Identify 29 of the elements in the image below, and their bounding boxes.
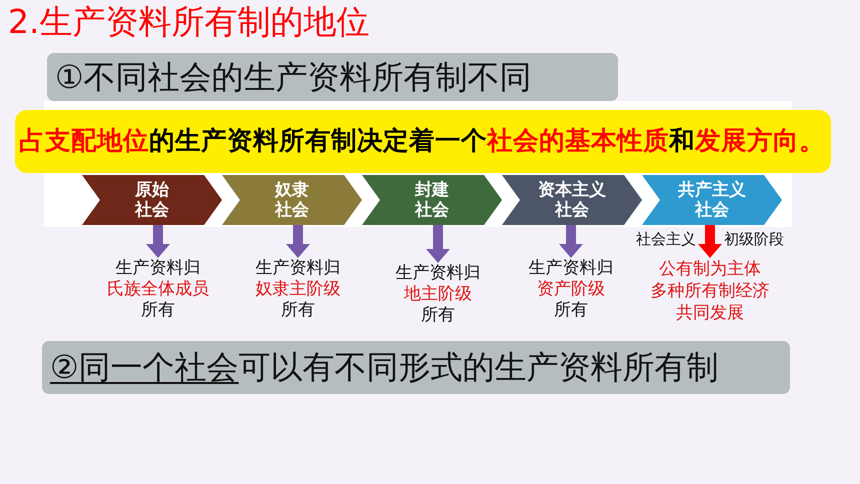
chevron-stage [222, 175, 362, 225]
chevron-stage [362, 175, 502, 225]
stage-label: 资本主义社会 [537, 180, 607, 220]
down-arrow [698, 225, 722, 258]
chevron-stage [82, 175, 222, 225]
heading-bar [47, 53, 618, 101]
ownership-note: 生产资料归 资产阶级 所有 [528, 258, 614, 321]
down-arrow [559, 225, 583, 258]
heading-bar [42, 341, 790, 394]
ownership-note: 生产资料归 地主阶级 所有 [396, 263, 480, 326]
policy-note: 公有制为主体 多种所有制经济共同发展 [648, 258, 772, 324]
highlight-banner [15, 110, 831, 173]
ownership-note: 生产资料归 奴隶主阶级 所有 [256, 258, 340, 321]
stage-label: 原始社会 [134, 180, 170, 220]
chevron-stage [502, 175, 642, 225]
down-arrow [426, 225, 450, 263]
down-arrow [286, 225, 310, 258]
heading-text: ①不同社会的生产资料所有制不同 [55, 58, 532, 96]
stage-side-label: 初级阶段 [724, 230, 784, 248]
stage-label: 封建社会 [414, 180, 450, 220]
down-arrow [146, 225, 170, 258]
banner-text: 占支配地位的生产资料所有制决定着一个社会的基本性质和发展方向。 [19, 126, 825, 157]
stage-label: 共产主义社会 [677, 180, 747, 220]
stage-side-label: 社会主义 [636, 230, 696, 248]
chevron-stage [642, 175, 782, 225]
heading-text: ②同一个社会可以有不同形式的生产资料所有制 [50, 348, 719, 387]
slide-title: 2.生产资料所有制的地位 [8, 3, 370, 41]
stage-label: 奴隶社会 [274, 180, 310, 220]
ownership-note: 生产资料归 氏族全体成员 所有 [107, 258, 209, 321]
